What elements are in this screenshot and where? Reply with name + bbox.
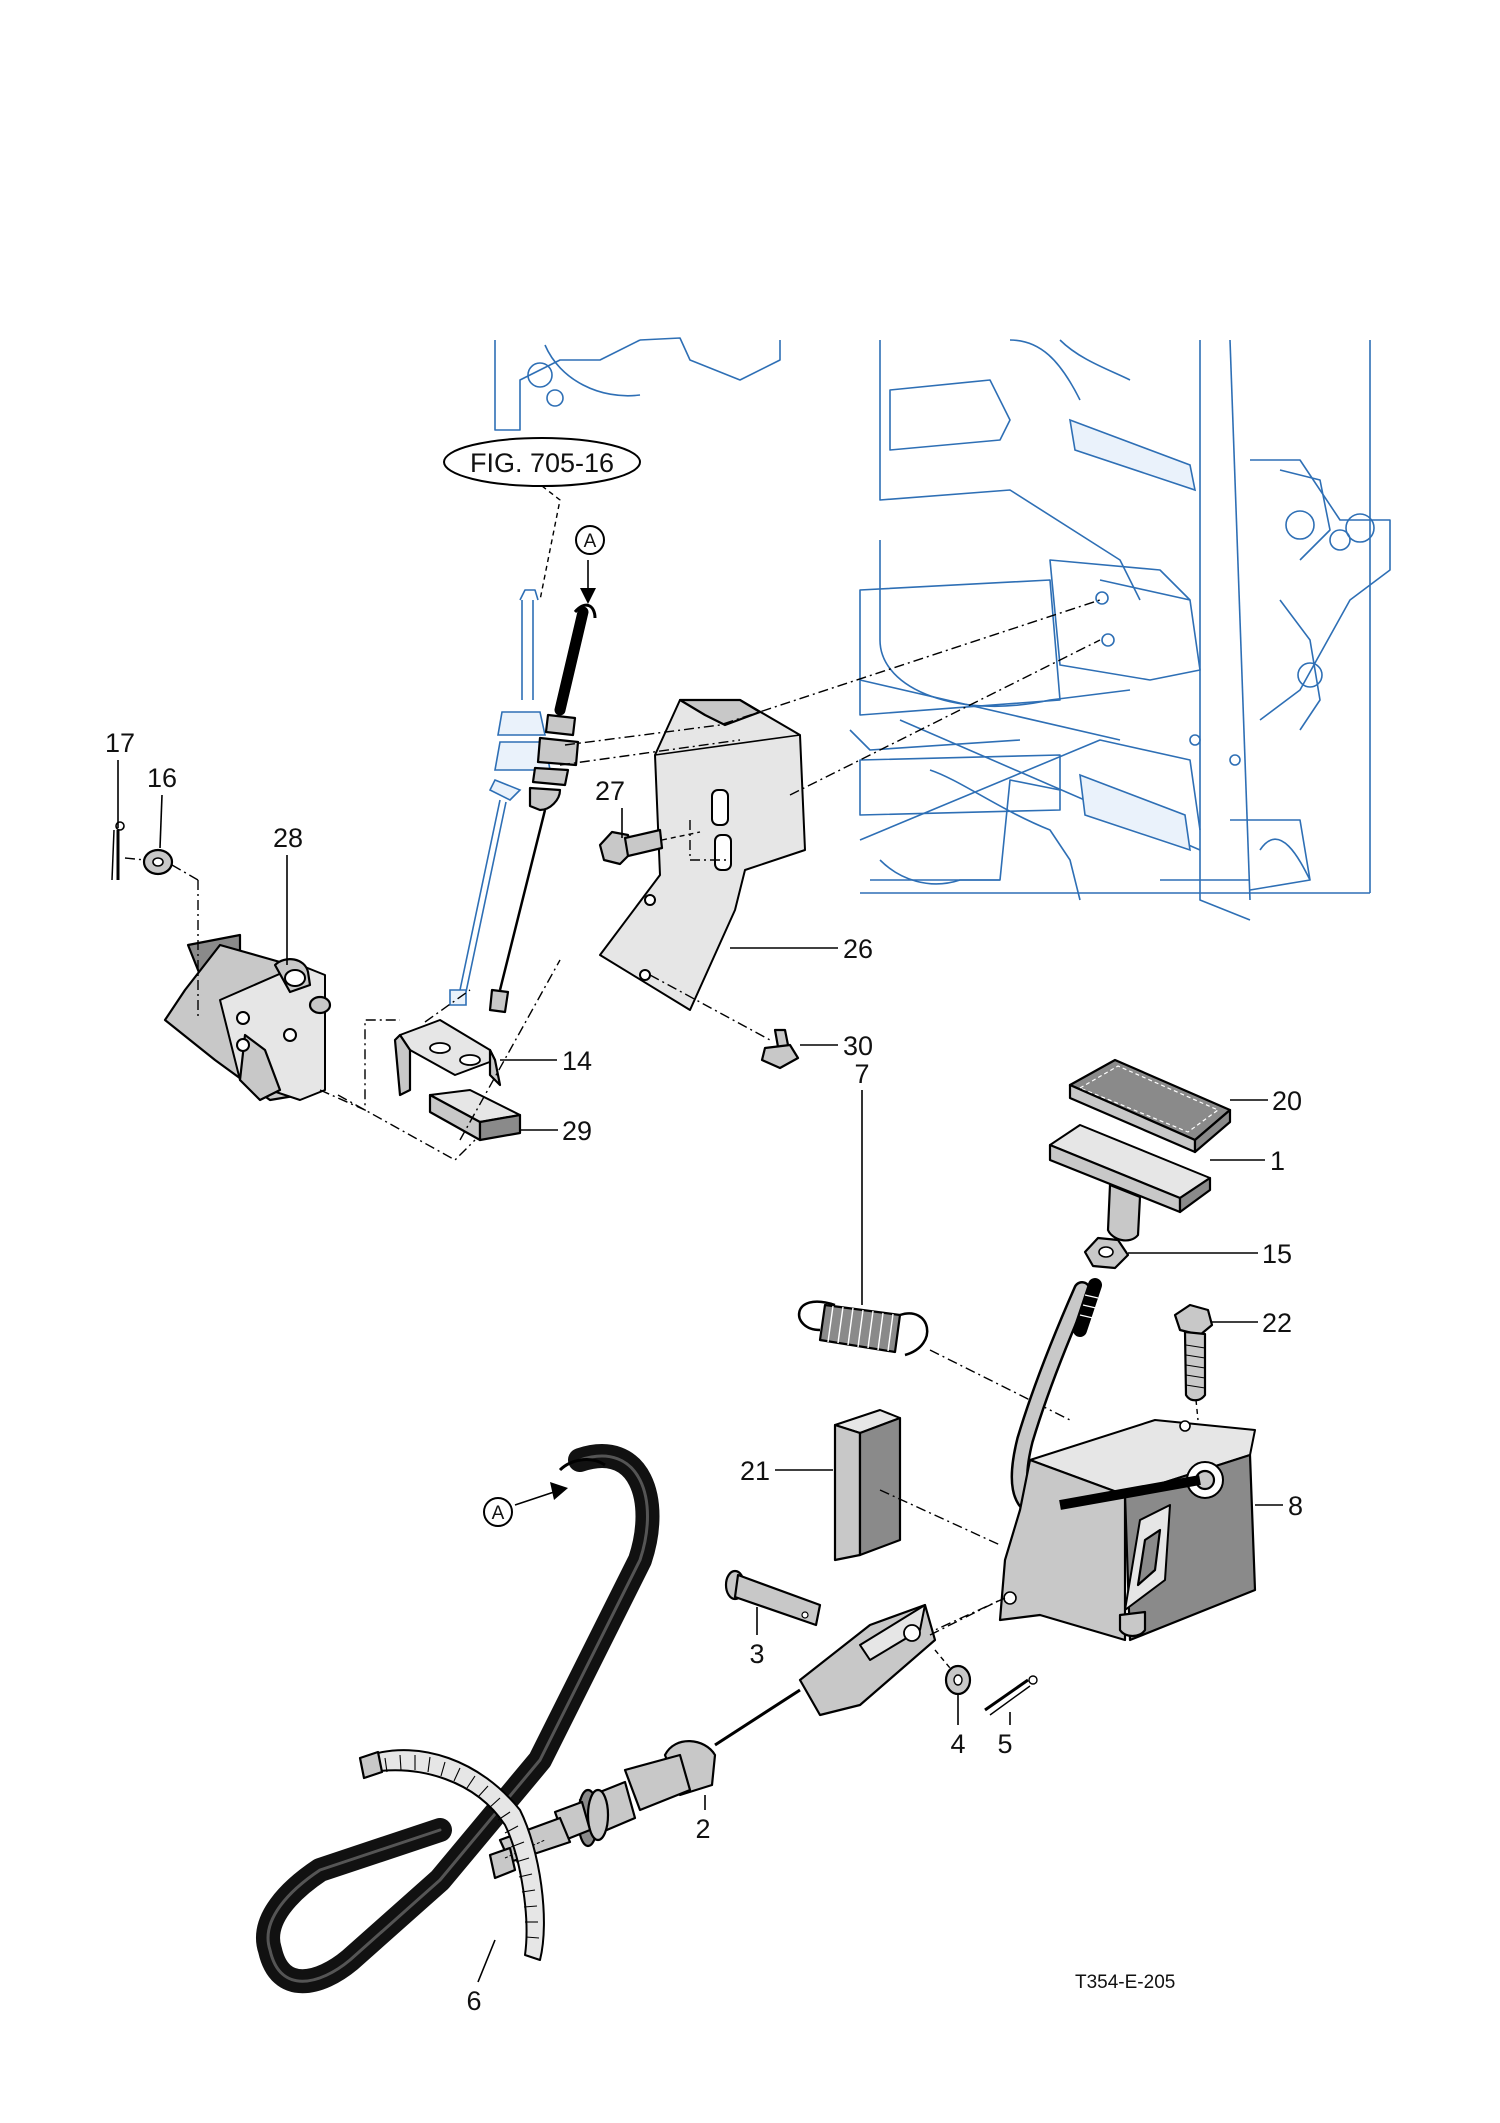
part-label-29: 29 bbox=[562, 1116, 592, 1146]
machine-frame-background bbox=[494, 337, 1391, 921]
pedal-housing-8 bbox=[934, 1419, 1257, 1642]
part-labels: 17 16 28 27 26 30 14 29 20 1 15 22 7 21 … bbox=[105, 728, 1303, 2016]
throttle-cable-lower bbox=[488, 1688, 801, 1880]
assembly-lines-bracket bbox=[559, 599, 1101, 1041]
part-label-26: 26 bbox=[843, 934, 873, 964]
plate-14 bbox=[393, 989, 502, 1097]
throttle-cable-upper bbox=[488, 603, 597, 1014]
view-marker-top: A bbox=[575, 525, 605, 604]
part-label-1: 1 bbox=[1270, 1146, 1285, 1176]
bracket-26 bbox=[599, 698, 806, 1011]
part-label-8: 8 bbox=[1288, 1491, 1303, 1521]
view-marker-bottom-text: A bbox=[492, 1503, 505, 1524]
part-label-27: 27 bbox=[595, 776, 625, 806]
throttle-cable-loop bbox=[256, 1444, 660, 1994]
sensor-assembly-28 bbox=[163, 880, 400, 1112]
part-label-30: 30 bbox=[843, 1031, 873, 1061]
washer-16 bbox=[142, 848, 174, 876]
clevis-yoke bbox=[798, 1599, 1001, 1717]
part-label-4: 4 bbox=[950, 1729, 965, 1759]
part-label-17: 17 bbox=[105, 728, 135, 758]
part-label-21: 21 bbox=[740, 1456, 770, 1486]
bolt-30 bbox=[760, 1028, 800, 1070]
bolt-27 bbox=[598, 828, 701, 866]
part-label-3: 3 bbox=[749, 1639, 764, 1669]
view-marker-bottom: A bbox=[483, 1482, 568, 1527]
part-label-15: 15 bbox=[1262, 1239, 1292, 1269]
clevis-pin-3 bbox=[724, 1569, 822, 1627]
part-label-22: 22 bbox=[1262, 1308, 1292, 1338]
pedal-pad-20 bbox=[1068, 1058, 1232, 1154]
leader-lines bbox=[117, 760, 1283, 1983]
view-marker-top-text: A bbox=[584, 531, 597, 552]
figure-reference-callout: FIG. 705-16 bbox=[443, 437, 641, 601]
figure-reference-text: FIG. 705-16 bbox=[470, 448, 614, 478]
washer-4 bbox=[944, 1664, 972, 1696]
part-label-20: 20 bbox=[1272, 1086, 1302, 1116]
drawing-code: T354-E-205 bbox=[1075, 1972, 1175, 1993]
part-label-6: 6 bbox=[466, 1986, 481, 2016]
part-label-28: 28 bbox=[273, 823, 303, 853]
block-21 bbox=[833, 1409, 1001, 1562]
cotter-pin-17 bbox=[111, 821, 125, 881]
cotter-pin-5 bbox=[984, 1675, 1038, 1716]
yoke-washer-line bbox=[934, 1649, 951, 1669]
pedal-1 bbox=[1048, 1124, 1212, 1242]
pin-washer-line bbox=[124, 857, 146, 861]
washer-sensor-line bbox=[171, 864, 199, 881]
part-label-16: 16 bbox=[147, 763, 177, 793]
part-label-7: 7 bbox=[854, 1059, 869, 1089]
spring-7 bbox=[797, 1300, 1071, 1421]
part-label-2: 2 bbox=[695, 1814, 710, 1844]
part-label-14: 14 bbox=[562, 1046, 592, 1076]
nut-15 bbox=[1083, 1236, 1130, 1270]
spacer-bar-29 bbox=[337, 959, 561, 1161]
part-label-5: 5 bbox=[997, 1729, 1012, 1759]
cable-protector-6 bbox=[358, 1749, 545, 1961]
bolt-22 bbox=[1173, 1303, 1214, 1421]
